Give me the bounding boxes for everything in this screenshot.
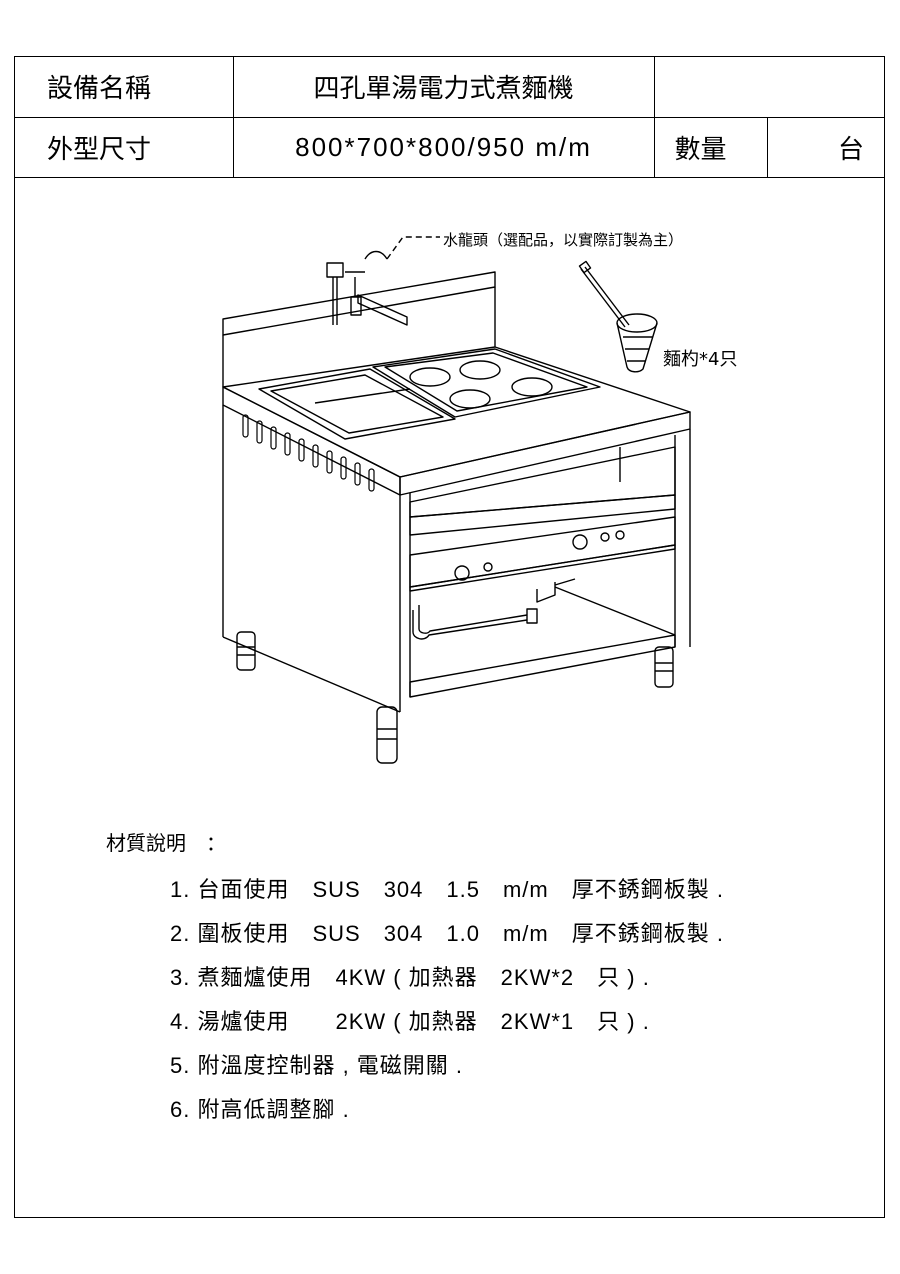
spec-table: 設備名稱 四孔單湯電力式煮麵機 外型尺寸 800*700*800/950 m/m… [15,57,884,178]
bottom-frame [409,634,676,698]
noodle-cooker-illustration [222,236,691,764]
adjustable-legs [236,631,674,764]
spec-sheet: 設備名稱 四孔單湯電力式煮麵機 外型尺寸 800*700*800/950 m/m… [14,56,885,1218]
note-item: 3. 煮麵爐使用 4KW ( 加熱器 2KW*2 只 ) . [170,965,650,990]
size-label: 外型尺寸 [15,116,234,178]
equipment-blank-cell [653,57,884,118]
equipment-drawing: 水龍頭（選配品，以實際訂製為主） 麵杓*4只 [15,177,884,837]
note-item: 5. 附溫度控制器 , 電磁開關 . [170,1053,464,1078]
note-item: 2. 圍板使用 SUS 304 1.0 m/m 厚不銹鋼板製 . [170,921,724,946]
temp-knob-2 [572,534,588,550]
cabinet [222,405,691,713]
note-item: 6. 附高低調整腳 . [170,1097,350,1122]
notes-title: 材質說明 ： [106,833,226,855]
equipment-row: 設備名稱 四孔單湯電力式煮麵機 [15,57,884,118]
faucet-leader [386,236,440,260]
soup-well [258,368,456,440]
cooker-well [372,348,601,418]
noodle-ladle [578,260,658,373]
drain-pipes [412,578,576,640]
equipment-label: 設備名稱 [15,57,234,118]
faucet-note: 水龍頭（選配品，以實際訂製為主） [443,231,684,249]
side-vents [242,414,375,492]
quantity-label: 數量 [653,116,768,178]
size-row: 外型尺寸 800*700*800/950 m/m 數量 台 [15,116,884,178]
unit-value: 台 [766,116,884,178]
basket-hole [409,367,451,387]
size-value: 800*700*800/950 m/m [232,116,655,178]
faucet [326,250,408,326]
note-item: 4. 湯爐使用 2KW ( 加熱器 2KW*1 只 ) . [170,1009,650,1034]
equipment-name: 四孔單湯電力式煮麵機 [232,57,655,118]
note-item: 1. 台面使用 SUS 304 1.5 m/m 厚不銹鋼板製 . [170,877,724,902]
temp-knob [454,565,470,581]
ladle-note: 麵杓*4只 [663,349,738,370]
